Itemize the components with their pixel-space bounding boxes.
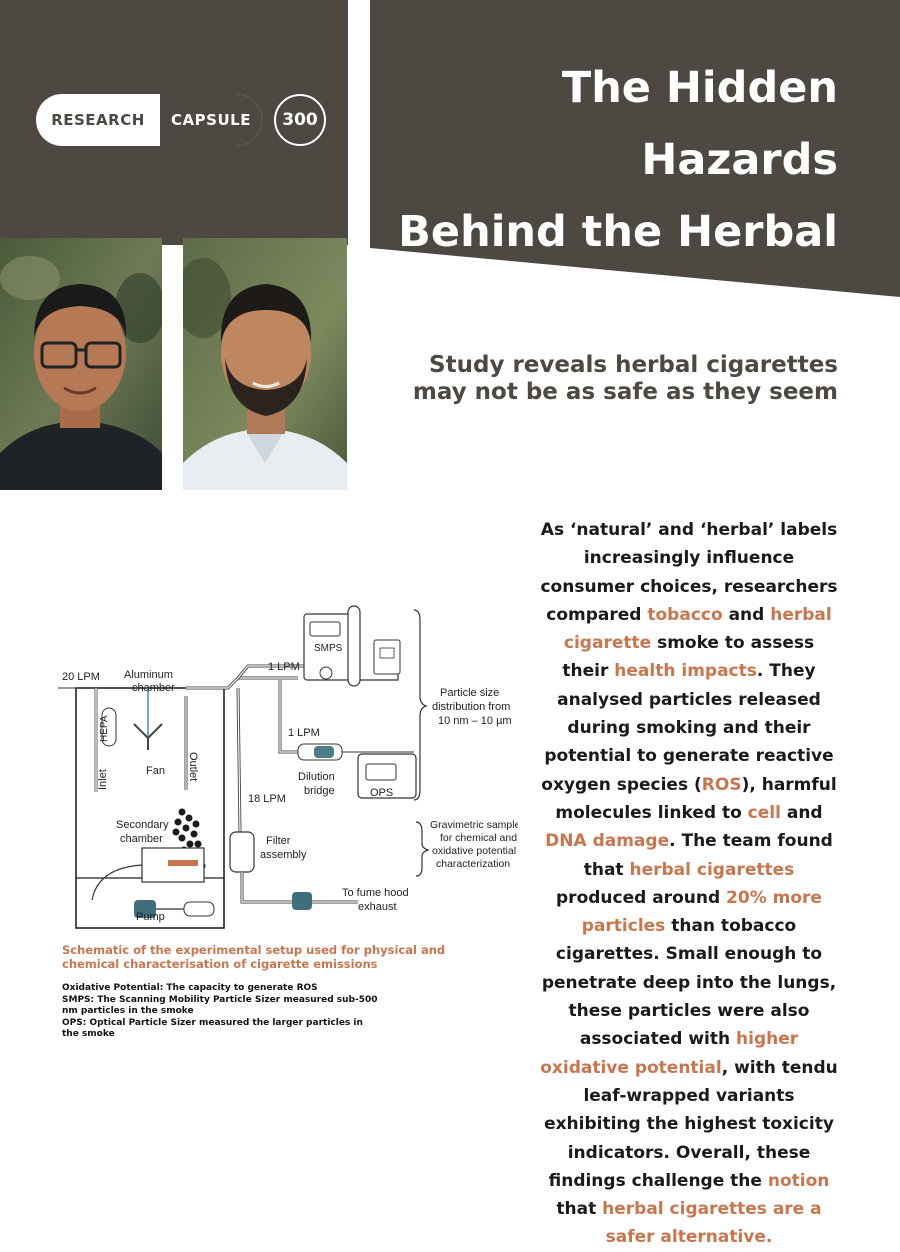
body-phrase: , with tendu leaf-wrapped variants exhib…	[544, 1057, 838, 1191]
body-phrase: than tobacco cigarettes. Small enough to…	[541, 916, 837, 1050]
ops-label: OPS	[370, 787, 393, 799]
highlighted-phrase: herbal cigarettes are a safer alternativ…	[602, 1199, 822, 1248]
highlighted-phrase: health impacts	[614, 661, 757, 682]
secondary-label-2: chamber	[120, 833, 163, 845]
grav-label-4: characterization	[436, 858, 510, 870]
note-ops: OPS: Optical Particle Sizer measured the…	[62, 1017, 363, 1040]
article-body: As ‘natural’ and ‘herbal’ labels increas…	[538, 516, 840, 1252]
filter-label-2: assembly	[260, 849, 307, 861]
figure-caption: Schematic of the experimental setup used…	[62, 943, 446, 971]
filter-label-1: Filter	[266, 835, 291, 847]
highlighted-phrase: DNA damage	[545, 831, 670, 852]
experimental-setup-diagram: 20 LPM Aluminum chamber 1 LPM SMPS 1 LPM…	[58, 605, 518, 929]
inlet-label: Inlet	[97, 769, 109, 790]
flow-1-label-b: 1 LPM	[288, 727, 320, 739]
researcher-photo-1	[0, 238, 162, 490]
title-line: Behind the Herbal	[398, 207, 838, 257]
fume-label-2: exhaust	[358, 901, 397, 913]
grav-label-2: for chemical and	[440, 832, 517, 844]
note-oxidative-potential: Oxidative Potential: The capacity to gen…	[62, 983, 318, 993]
figure-notes: Oxidative Potential: The capacity to gen…	[62, 983, 382, 1041]
subtitle-line: Study reveals herbal cigarettes	[429, 352, 838, 378]
badge-research-label: RESEARCH	[51, 111, 145, 129]
aluminum-label-1: Aluminum	[124, 669, 173, 681]
title-line: The Hidden Hazards	[561, 63, 838, 185]
highlighted-phrase: 20% more particles	[581, 887, 822, 937]
highlighted-phrase: ROS	[701, 774, 742, 795]
aluminum-label-2: chamber	[132, 682, 175, 694]
psd-label-1: Particle size	[440, 687, 499, 699]
subtitle: Study reveals herbal cigarettes may not …	[408, 352, 838, 406]
header-band-right	[370, 0, 900, 297]
fume-label-1: To fume hood	[342, 887, 409, 899]
page-title: The Hidden Hazards Behind the Herbal Hyp…	[368, 52, 838, 340]
body-phrase: . The team found that	[583, 831, 833, 880]
highlighted-phrase: herbal cigarettes	[629, 859, 795, 880]
body-phrase: smoke to assess their	[562, 633, 815, 682]
dilution-label-2: bridge	[304, 785, 335, 797]
body-phrase: As ‘natural’ and ‘herbal’ labels increas…	[540, 520, 838, 625]
researcher-photo-2	[183, 238, 347, 490]
badge-number: 300	[274, 94, 326, 146]
subtitle-line: may not be as safe as they seem	[412, 379, 838, 405]
body-phrase: that	[556, 1199, 603, 1220]
highlighted-phrase: herbal cigarette	[563, 604, 832, 654]
aluminum-chamber	[75, 687, 225, 929]
grav-label-1: Gravimetric sample	[430, 819, 518, 831]
body-phrase: . They analysed particles released durin…	[541, 661, 834, 795]
research-capsule-badge: RESEARCH CAPSULE 300	[36, 94, 326, 146]
hepa-label: HEPA	[99, 715, 110, 742]
psd-label-3: 10 nm – 10 µm	[438, 715, 512, 727]
smps-label: SMPS	[314, 643, 343, 654]
dilution-label-1: Dilution	[298, 771, 335, 783]
body-phrase: and	[722, 604, 771, 625]
pump-label: Pump	[136, 911, 165, 923]
psd-label-2: distribution from	[432, 701, 510, 713]
highlighted-phrase: higher oxidative potential	[540, 1029, 799, 1078]
outlet-label: Outlet	[187, 752, 199, 781]
body-phrase: produced around	[556, 887, 727, 908]
flow-18-label: 18 LPM	[248, 793, 286, 805]
flow-1-label-a: 1 LPM	[268, 661, 300, 673]
highlighted-phrase: tobacco	[647, 604, 723, 625]
fan-label: Fan	[146, 765, 165, 777]
note-smps: SMPS: The Scanning Mobility Particle Siz…	[62, 994, 378, 1017]
secondary-label-1: Secondary	[116, 819, 169, 831]
badge-capsule-label: CAPSULE	[160, 94, 262, 146]
body-phrase: and	[780, 802, 823, 823]
title-line: Hype	[714, 279, 838, 329]
highlighted-phrase: cell	[747, 802, 781, 823]
grav-label-3: oxidative potential	[432, 845, 516, 857]
badge-pill: RESEARCH CAPSULE	[36, 94, 262, 146]
body-phrase: ), harmful molecules linked to	[555, 774, 837, 823]
flow-20-label: 20 LPM	[62, 671, 100, 683]
highlighted-phrase: notion	[767, 1170, 830, 1191]
